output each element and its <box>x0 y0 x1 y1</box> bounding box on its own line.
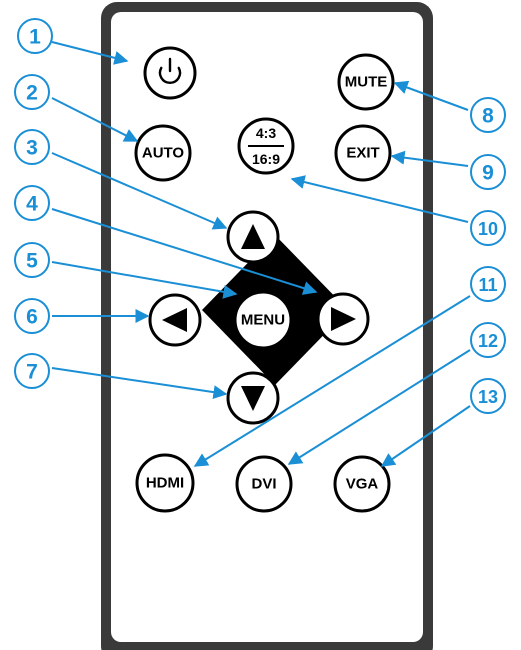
callout-circle-8 <box>470 97 506 133</box>
callout-number-5: 5 <box>26 250 38 273</box>
callout-7: 7 <box>14 353 228 400</box>
auto-button[interactable]: AUTO <box>134 124 192 182</box>
hdmi-label: HDMI <box>146 475 184 492</box>
callout-number-1: 1 <box>29 26 41 49</box>
callout-circle-10 <box>470 210 506 246</box>
exit-label: EXIT <box>346 145 379 162</box>
right-button[interactable] <box>316 292 370 346</box>
callout-arrow-10 <box>290 175 469 223</box>
callout-number-9: 9 <box>482 162 494 185</box>
vga-button[interactable]: VGA <box>333 455 391 513</box>
callout-circle-9 <box>470 154 506 190</box>
arrow-up-icon <box>241 224 265 249</box>
callout-arrow-9 <box>390 150 469 167</box>
callout-arrow-7 <box>51 367 228 400</box>
callout-6: 6 <box>14 298 150 334</box>
down-button[interactable] <box>226 371 280 425</box>
callout-circle-12 <box>470 322 506 358</box>
callout-10: 10 <box>290 175 506 246</box>
callout-number-8: 8 <box>482 105 494 128</box>
aspect-top-label: 4:3 <box>256 125 276 141</box>
callout-number-7: 7 <box>26 361 38 384</box>
up-button[interactable] <box>226 210 280 264</box>
arrow-down-icon <box>241 386 265 411</box>
callout-circle-11 <box>470 266 506 302</box>
callout-4: 4 <box>14 185 318 295</box>
callout-2: 2 <box>14 74 139 142</box>
left-button[interactable] <box>148 293 202 347</box>
aspect-ratio-button[interactable]: 4:3 16:9 <box>237 117 295 175</box>
callout-number-11: 11 <box>478 275 497 295</box>
callout-5: 5 <box>14 242 238 299</box>
menu-button[interactable]: MENU <box>233 290 293 350</box>
aspect-bottom-label: 16:9 <box>252 151 280 167</box>
callout-arrow-3 <box>51 152 228 230</box>
callout-number-3: 3 <box>26 137 38 160</box>
callout-circle-1 <box>17 18 53 54</box>
callout-arrow-1 <box>51 41 129 65</box>
dvi-label: DVI <box>251 476 276 493</box>
menu-label: MENU <box>241 312 285 329</box>
callout-circle-3 <box>14 129 50 165</box>
callout-number-2: 2 <box>26 82 38 105</box>
mute-button[interactable]: MUTE <box>337 53 395 111</box>
exit-button[interactable]: EXIT <box>334 124 392 182</box>
callout-arrow-11 <box>193 295 471 467</box>
callout-arrow-12 <box>287 349 471 465</box>
callout-circle-5 <box>14 242 50 278</box>
auto-label: AUTO <box>142 145 185 162</box>
callout-circle-7 <box>14 353 50 389</box>
callout-9: 9 <box>390 150 506 190</box>
power-button[interactable] <box>143 46 197 100</box>
dvi-button[interactable]: DVI <box>235 455 293 513</box>
callout-circle-2 <box>14 74 50 110</box>
callout-number-4: 4 <box>26 193 38 216</box>
callout-circle-4 <box>14 185 50 221</box>
hdmi-button[interactable]: HDMI <box>135 453 195 513</box>
power-icon <box>158 57 182 85</box>
callout-circle-13 <box>470 378 506 414</box>
callout-11: 11 <box>193 266 506 467</box>
callout-circle-6 <box>14 298 50 334</box>
arrow-right-icon <box>331 307 356 331</box>
callout-arrow-2 <box>51 97 139 142</box>
callout-number-13: 13 <box>478 387 498 407</box>
callout-arrow-13 <box>380 405 471 467</box>
callout-3: 3 <box>14 129 228 230</box>
callout-13: 13 <box>380 378 506 467</box>
callout-arrow-4 <box>51 208 318 295</box>
mute-label: MUTE <box>345 74 388 91</box>
callout-arrow-5 <box>51 261 238 299</box>
arrow-left-icon <box>162 308 187 332</box>
callout-arrow-8 <box>393 80 469 111</box>
callout-number-6: 6 <box>26 306 38 329</box>
callout-number-12: 12 <box>478 331 498 351</box>
callout-number-10: 10 <box>478 219 498 239</box>
vga-label: VGA <box>346 476 379 493</box>
callout-1: 1 <box>17 18 129 65</box>
callout-8: 8 <box>393 80 506 133</box>
callout-12: 12 <box>287 322 506 465</box>
